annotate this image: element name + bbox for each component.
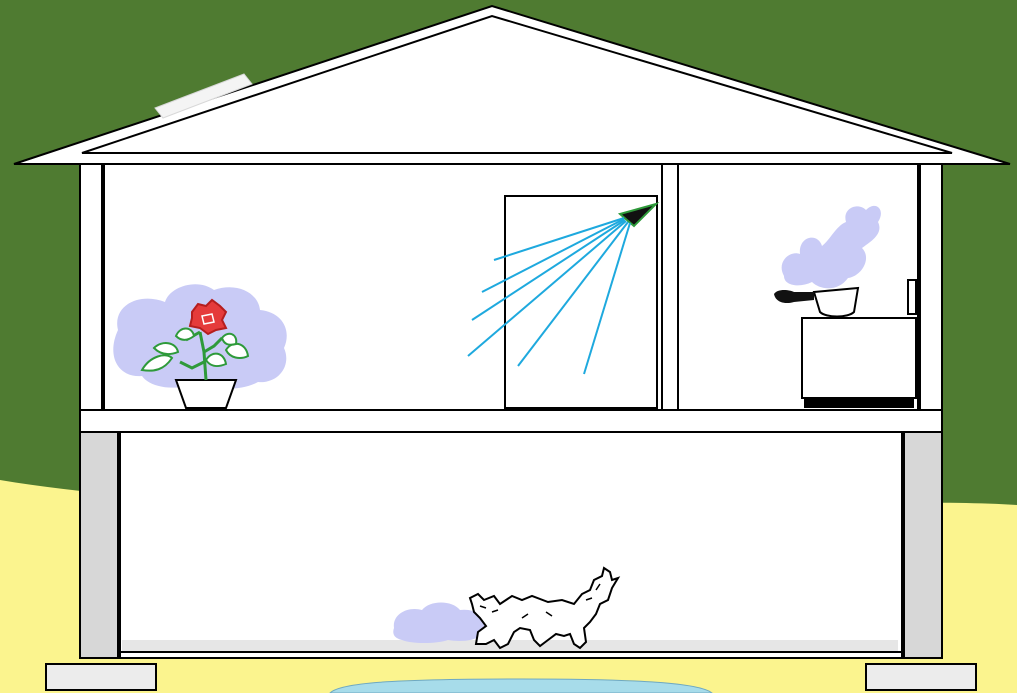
pot-handle bbox=[774, 290, 814, 304]
plant-leaf-5 bbox=[174, 327, 196, 341]
roof-inner bbox=[81, 14, 953, 154]
crawlspace-pillar-left bbox=[79, 431, 119, 659]
plant-leaf-4 bbox=[204, 352, 228, 368]
flower-pot bbox=[174, 379, 238, 409]
plant-leaf-6 bbox=[220, 332, 238, 346]
cat-icon bbox=[393, 566, 621, 650]
spray-lines bbox=[467, 217, 631, 375]
crawlspace-pillar-right bbox=[903, 431, 943, 659]
plant-stem bbox=[179, 330, 224, 381]
air-freshener-spray-icon bbox=[467, 202, 660, 375]
solar-panel bbox=[154, 73, 253, 119]
stove-body bbox=[801, 317, 917, 399]
cat-details bbox=[479, 583, 601, 619]
wall-right bbox=[919, 163, 943, 411]
flower-bloom bbox=[188, 298, 228, 336]
smoke-cloud-cat bbox=[393, 602, 485, 643]
stove-side-knob bbox=[907, 279, 917, 315]
stove-with-pot-icon bbox=[774, 205, 917, 408]
smoke-cloud-stove bbox=[781, 205, 881, 289]
floor-slab bbox=[79, 409, 943, 433]
flower-center bbox=[201, 313, 215, 325]
plant-leaf-2 bbox=[152, 342, 180, 356]
cooking-pot bbox=[812, 286, 860, 318]
spray-nozzle bbox=[617, 202, 660, 228]
plant-leaf-1 bbox=[140, 354, 174, 372]
door bbox=[504, 195, 658, 409]
crawlspace-floor-line bbox=[119, 651, 903, 659]
footing-right bbox=[865, 663, 977, 691]
wall-left bbox=[79, 163, 103, 411]
cat-body bbox=[468, 566, 621, 650]
stove-base bbox=[804, 398, 914, 408]
footing-left bbox=[45, 663, 157, 691]
potted-plant-icon bbox=[113, 284, 287, 409]
water-pool bbox=[329, 678, 713, 693]
partition-wall bbox=[661, 163, 679, 411]
crawlspace-floor-shadow bbox=[122, 640, 898, 652]
